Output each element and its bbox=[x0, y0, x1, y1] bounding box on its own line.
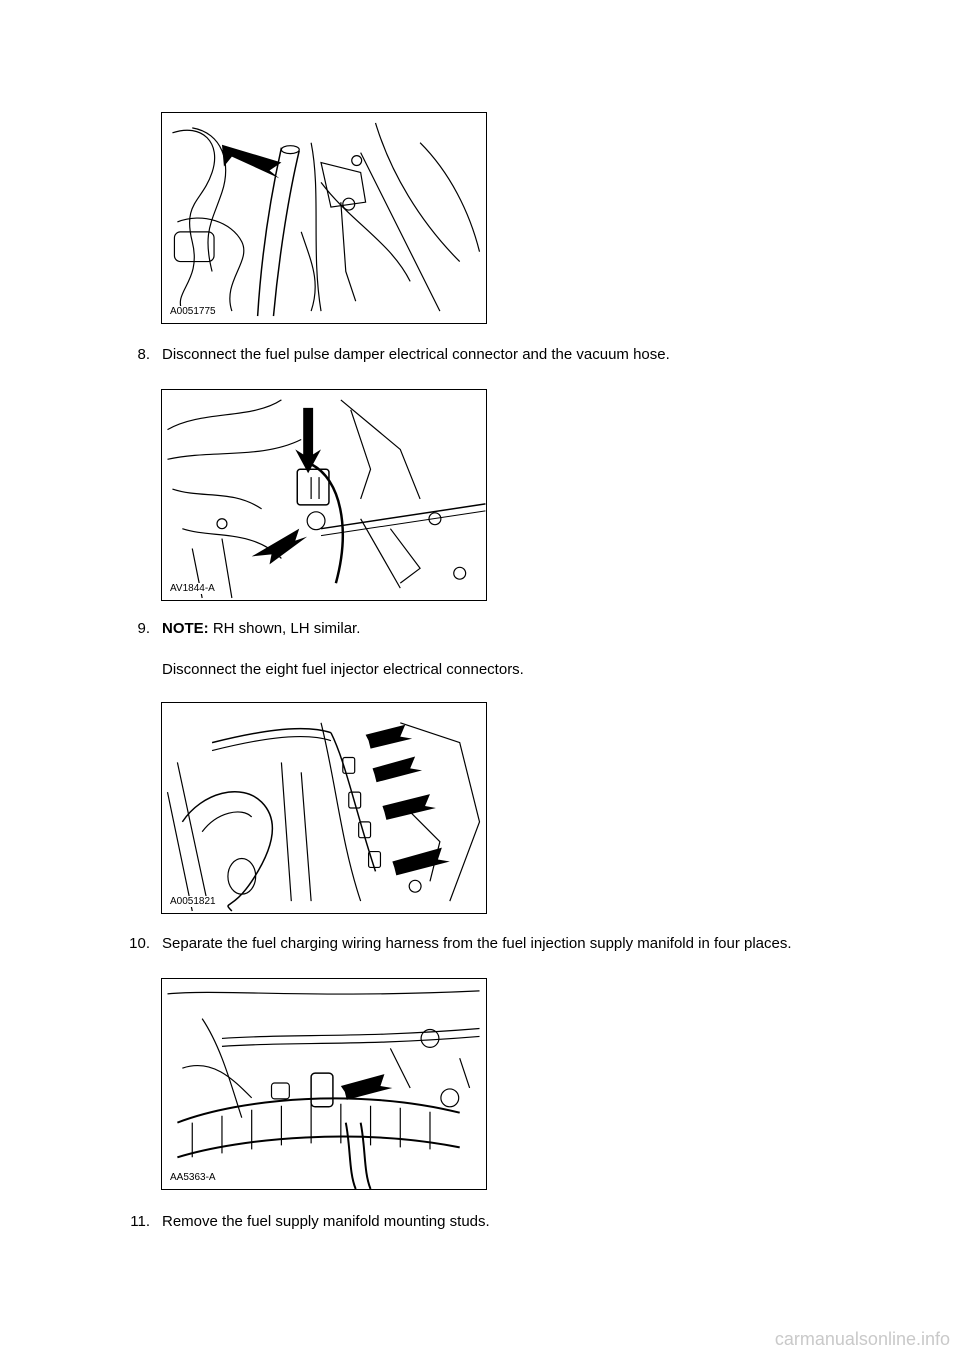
figure-3: A0051821 bbox=[161, 702, 487, 914]
callout-arrow bbox=[340, 1074, 393, 1100]
step-text: Disconnect the fuel pulse damper electri… bbox=[162, 346, 670, 363]
figure-id: A0051775 bbox=[168, 306, 218, 317]
figure-id: AV1844-A bbox=[168, 583, 217, 594]
figure-id: A0051821 bbox=[168, 896, 218, 907]
step-number: 9. bbox=[137, 620, 150, 637]
callout-arrow bbox=[365, 724, 413, 749]
callout-arrow bbox=[372, 756, 423, 783]
engine-illustration bbox=[167, 990, 480, 1189]
figure-1: A0051775 bbox=[161, 112, 487, 324]
note-text: RH shown, LH similar. bbox=[208, 620, 361, 637]
step-number: 10. bbox=[129, 935, 150, 952]
engine-illustration bbox=[166, 722, 481, 912]
step-text: Separate the fuel charging wiring harnes… bbox=[162, 935, 792, 952]
callout-arrow bbox=[392, 847, 450, 876]
site-watermark: carmanualsonline.info bbox=[774, 1329, 950, 1349]
figure-id: AA5363-A bbox=[168, 1172, 218, 1183]
callout-arrow bbox=[221, 144, 282, 179]
engine-illustration bbox=[167, 399, 486, 599]
callout-arrow bbox=[382, 794, 436, 820]
figure-2: AV1844-A bbox=[161, 389, 487, 601]
callout-arrow bbox=[295, 407, 322, 474]
note-label: NOTE: bbox=[162, 620, 209, 637]
step-text: Remove the fuel supply manifold mounting… bbox=[162, 1213, 490, 1230]
step-text: Disconnect the eight fuel injector elect… bbox=[162, 661, 524, 678]
engine-illustration bbox=[172, 122, 481, 317]
figure-4: AA5363-A bbox=[161, 978, 487, 1190]
note-line: NOTE: RH shown, LH similar. bbox=[162, 620, 882, 638]
callout-arrow bbox=[251, 528, 308, 565]
step-number: 11. bbox=[130, 1213, 150, 1230]
step-number: 8. bbox=[137, 346, 150, 363]
